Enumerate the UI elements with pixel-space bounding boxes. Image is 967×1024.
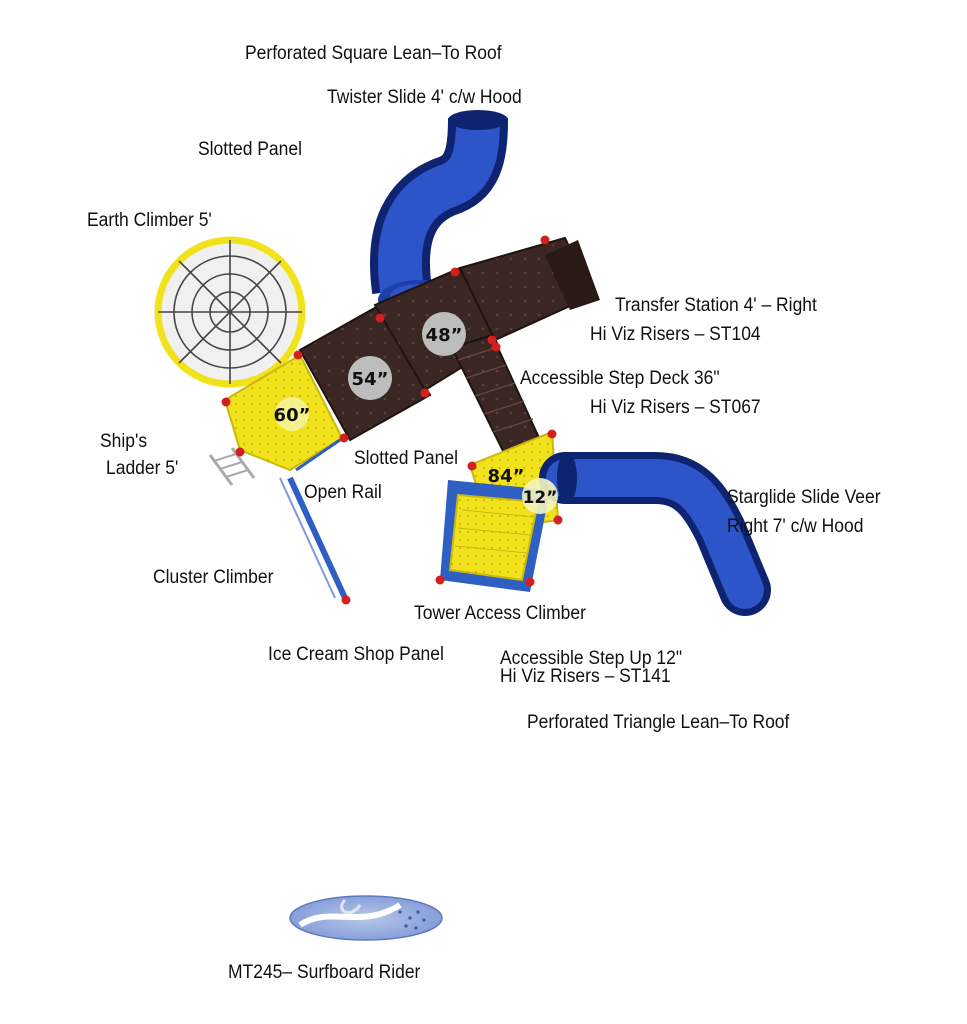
ships-ladder xyxy=(208,447,256,486)
label-slotted-panel-mid: Slotted Panel xyxy=(354,448,458,469)
accessible-step-deck xyxy=(450,333,542,457)
label-earth-climber: Earth Climber 5' xyxy=(87,210,212,231)
label-ice-cream-panel: Ice Cream Shop Panel xyxy=(268,644,444,665)
open-rail xyxy=(295,438,341,472)
label-slotted-panel-top: Slotted Panel xyxy=(198,139,302,160)
label-starglide-line2: Right 7' c/w Hood xyxy=(727,516,864,537)
height-label-84: 84” xyxy=(488,466,525,487)
label-open-rail: Open Rail xyxy=(304,482,382,503)
label-twister-slide: Twister Slide 4' c/w Hood xyxy=(327,87,522,108)
cluster-climber xyxy=(279,476,348,600)
label-hi-viz-st141: Hi Viz Risers – ST141 xyxy=(500,666,671,687)
height-label-60: 60” xyxy=(274,405,311,426)
height-marker-12: 12” xyxy=(522,478,558,514)
label-starglide-line1: Starglide Slide Veer xyxy=(727,487,881,508)
label-accessible-step-up: Accessible Step Up 12" xyxy=(500,648,683,669)
post-caps xyxy=(221,235,563,605)
height-label-54: 54” xyxy=(352,369,389,390)
label-hi-viz-st104: Hi Viz Risers – ST104 xyxy=(590,324,761,345)
surfboard-rider xyxy=(289,895,443,941)
height-marker-54: 54” xyxy=(348,356,392,400)
height-marker-84: 84” xyxy=(488,466,525,487)
tower-access-climber xyxy=(440,480,550,592)
transfer-station xyxy=(458,236,600,342)
label-transfer-station: Transfer Station 4' – Right xyxy=(615,295,817,316)
height-marker-60: 60” xyxy=(274,397,311,431)
label-tower-access-climber: Tower Access Climber xyxy=(414,603,586,624)
label-ships-ladder-line2: Ladder 5' xyxy=(106,458,179,479)
label-surfboard-rider: MT245– Surfboard Rider xyxy=(228,962,421,983)
label-perforated-square-roof: Perforated Square Lean–To Roof xyxy=(245,43,502,64)
label-accessible-step-deck: Accessible Step Deck 36" xyxy=(520,368,720,389)
label-perforated-triangle-roof: Perforated Triangle Lean–To Roof xyxy=(527,712,790,733)
label-ships-ladder-line1: Ship's xyxy=(100,431,148,452)
earth-climber xyxy=(154,236,306,388)
label-hi-viz-st067: Hi Viz Risers – ST067 xyxy=(590,397,761,418)
height-label-12: 12” xyxy=(523,488,558,508)
height-marker-48: 48” xyxy=(422,312,466,356)
starglide-slide xyxy=(539,452,771,616)
height-label-48: 48” xyxy=(426,325,463,346)
label-cluster-climber: Cluster Climber xyxy=(153,567,274,588)
